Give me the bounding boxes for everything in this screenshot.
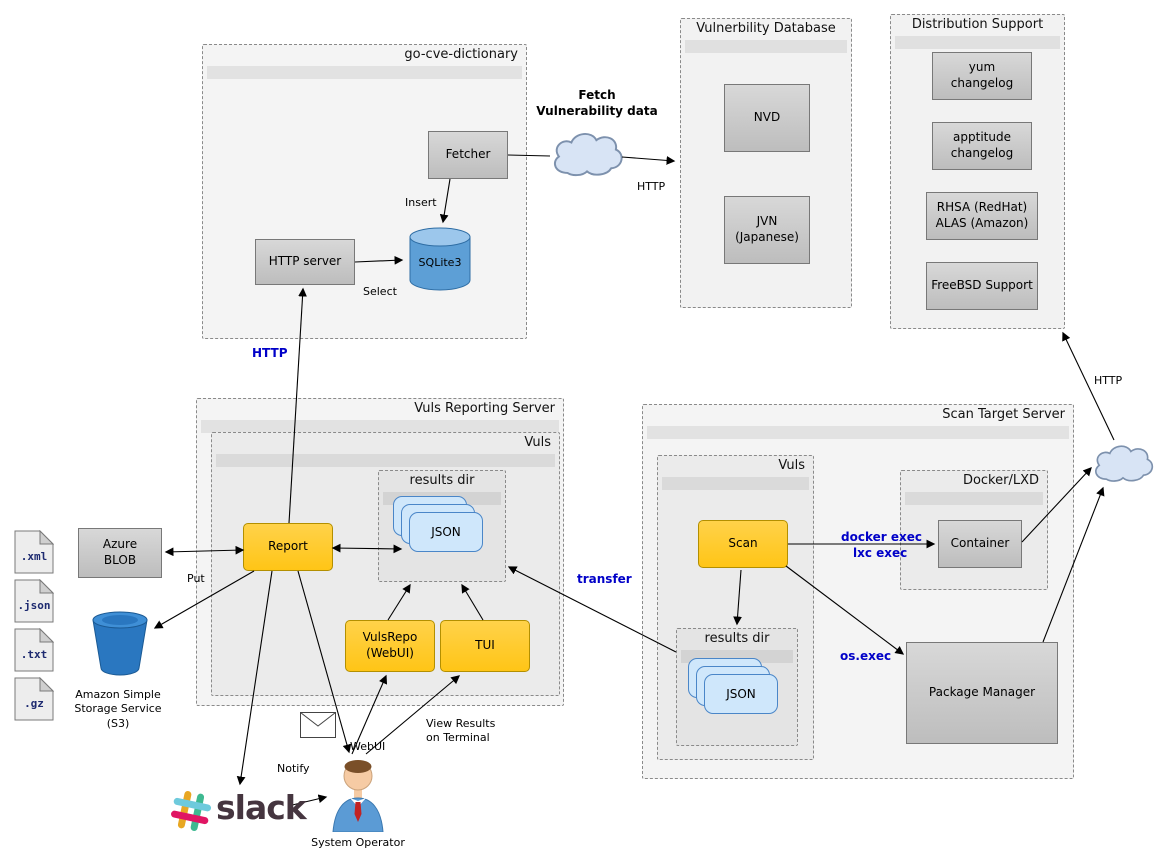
json-stack-reporting: JSON	[393, 496, 485, 554]
person-icon	[332, 760, 384, 833]
node-rhsa-alas: RHSA (RedHat) ALAS (Amazon)	[926, 192, 1038, 240]
cylinder-icon	[409, 227, 471, 291]
node-package-manager: Package Manager	[906, 642, 1058, 744]
group-title-distribution-support: Distribution Support	[911, 17, 1044, 32]
envelope-icon	[300, 712, 336, 738]
json-file-card: JSON	[409, 512, 483, 552]
file-icon-txt: .txt	[14, 627, 55, 672]
sqlite3-database-icon: SQLite3	[408, 226, 472, 292]
file-icon-json: .json	[14, 578, 55, 623]
label-lxc-exec: lxc exec	[853, 546, 908, 560]
slack-logo: slack	[168, 788, 307, 836]
node-yum-changelog: yum changelog	[932, 52, 1032, 100]
document-icon	[14, 676, 55, 721]
label-notify: Notify	[277, 762, 310, 775]
group-header-band	[685, 40, 847, 53]
node-report: Report	[243, 523, 333, 571]
json-stack-scan: JSON	[688, 658, 780, 716]
node-fetcher: Fetcher	[428, 131, 508, 179]
node-freebsd-support: FreeBSD Support	[926, 262, 1038, 310]
file-extension-label: .xml	[20, 550, 48, 563]
slack-wordmark: slack	[216, 788, 307, 827]
node-tui: TUI	[440, 620, 530, 672]
internet-cloud-icon	[553, 133, 623, 177]
file-extension-label: .gz	[24, 697, 44, 710]
system-operator-icon	[329, 754, 389, 834]
internet-cloud-icon	[1095, 445, 1154, 482]
s3-bucket-icon	[92, 611, 148, 676]
group-header-band	[216, 454, 555, 467]
label-os-exec: os.exec	[840, 649, 892, 663]
file-icon-gz: .gz	[14, 676, 55, 721]
label-fetch-vulnerability-data: Fetch Vulnerability data	[536, 88, 658, 118]
label-docker-exec: docker exec	[841, 530, 922, 544]
group-title-results-dir-reporting: results dir	[409, 473, 475, 488]
group-header-band	[895, 36, 1060, 49]
group-title-results-dir-scan: results dir	[704, 631, 770, 646]
label-put: Put	[187, 572, 205, 585]
s3-caption: Amazon Simple Storage Service (S3)	[74, 688, 162, 730]
group-title-vuls-reporting-server: Vuls Reporting Server	[414, 401, 555, 416]
group-title-scan-target-server: Scan Target Server	[942, 407, 1065, 422]
edge-cloud-to-vulndb	[621, 156, 676, 165]
group-title-vulnerability-database: Vulnerbility Database	[696, 21, 836, 36]
group-title-docker-lxd: Docker/LXD	[962, 473, 1039, 488]
node-apptitude-changelog: apptitude changelog	[932, 122, 1032, 170]
node-nvd: NVD	[724, 84, 810, 152]
document-icon	[14, 627, 55, 672]
node-sqlite3: SQLite3	[418, 256, 462, 269]
label-http-report: HTTP	[252, 346, 288, 360]
label-webui: WebUI	[350, 740, 386, 753]
file-extension-label: .json	[17, 599, 51, 612]
label-select: Select	[363, 285, 397, 298]
node-azure-blob: Azure BLOB	[78, 528, 162, 578]
label-view-results: View Results on Terminal	[426, 717, 496, 745]
node-vulsrepo: VulsRepo (WebUI)	[345, 620, 435, 672]
document-icon	[14, 578, 55, 623]
group-header-band	[647, 426, 1069, 439]
group-header-band	[207, 66, 522, 79]
group-title-go-cve-dictionary: go-cve-dictionary	[404, 47, 518, 62]
slack-hash-icon	[170, 790, 212, 832]
node-scan: Scan	[698, 520, 788, 568]
group-vulnerability-database: Vulnerbility Database	[680, 18, 852, 308]
label-http-fetch: HTTP	[637, 180, 666, 193]
node-container: Container	[938, 520, 1022, 568]
group-title-vuls-scan: Vuls	[778, 458, 805, 473]
group-header-band	[662, 477, 809, 490]
group-header-band	[905, 492, 1043, 505]
group-go-cve-dictionary: go-cve-dictionary	[202, 44, 527, 339]
group-title-vuls-reporting: Vuls	[524, 435, 551, 450]
file-icon-xml: .xml	[14, 529, 55, 574]
node-jvn: JVN (Japanese)	[724, 196, 810, 264]
label-transfer: transfer	[577, 572, 632, 586]
label-http-dist: HTTP	[1094, 374, 1123, 387]
system-operator-caption: System Operator	[311, 836, 405, 849]
json-file-card: JSON	[704, 674, 778, 714]
label-insert: Insert	[405, 196, 437, 209]
document-icon	[14, 529, 55, 574]
node-http-server: HTTP server	[255, 239, 355, 285]
file-extension-label: .txt	[20, 648, 48, 661]
